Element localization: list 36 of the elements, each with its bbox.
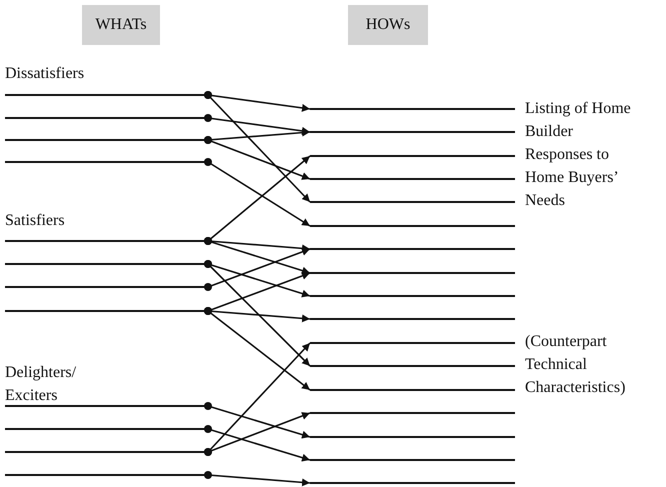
arrow — [204, 248, 310, 291]
annotation-text: Listing of Home Builder Responses to Home Buyers’ Needs — [525, 99, 632, 211]
arrow — [204, 158, 310, 227]
arrow — [204, 237, 310, 274]
annotation-text: (Counterpart Technical Characteristics) — [525, 332, 626, 398]
line-bar — [310, 482, 515, 484]
header-box: WHATs — [82, 5, 160, 45]
line-bar — [310, 318, 515, 320]
group-label: Delighters/ Exciters — [5, 363, 78, 406]
arrow — [204, 91, 311, 203]
line-bar — [310, 225, 515, 227]
line-bar — [310, 342, 515, 344]
line-bar — [310, 365, 515, 367]
group-label: Dissatisfiers — [5, 64, 86, 84]
line-bar — [310, 178, 515, 180]
line-bar — [310, 436, 515, 438]
line-bar — [310, 389, 515, 391]
line-bar — [310, 201, 515, 203]
line-bar — [310, 412, 515, 414]
arrow — [204, 425, 310, 462]
arrow — [204, 307, 310, 391]
line-bar — [310, 459, 515, 461]
group-label: Satisfiers — [5, 211, 66, 231]
arrow — [204, 412, 310, 456]
arrow — [204, 136, 310, 180]
line-bar — [310, 295, 515, 297]
line-bar — [310, 272, 515, 274]
arrow — [204, 114, 310, 135]
line-bar — [310, 108, 515, 110]
arrow — [204, 402, 310, 438]
arrow — [204, 260, 311, 367]
line-bar — [310, 131, 515, 133]
header-box: HOWs — [348, 5, 428, 45]
line-bar — [310, 155, 515, 157]
arrow — [204, 471, 310, 486]
line-bar — [310, 248, 515, 250]
